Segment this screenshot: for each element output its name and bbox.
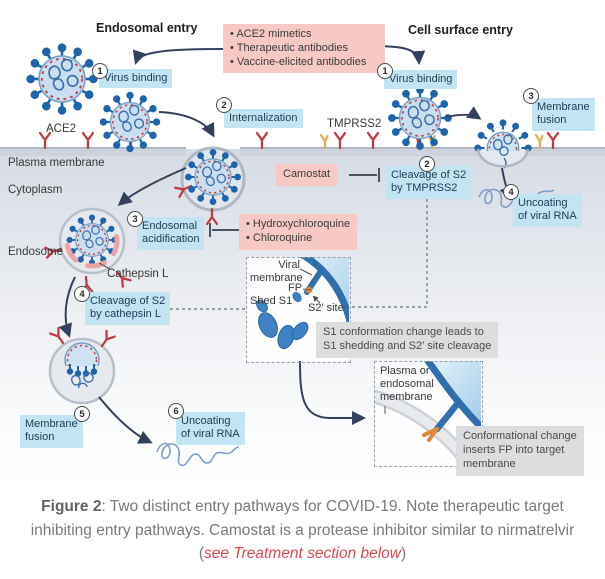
conformational-change-callout: Conformational change inserts FP into ta… [456,426,584,476]
fusion-inset [374,361,483,467]
spike-s2-rod-2 [433,399,462,433]
s2-site-label: S2′ site [308,302,344,314]
dashed-connectors [170,199,428,310]
step-endosomal-acidification: Endosomal acidification [137,217,205,250]
plasma-membrane-band [0,147,605,156]
step-virus-binding-right: Virus binding [384,70,458,90]
s1-conformation-callout: S1 conformation change leads to S1 shedd… [316,322,499,358]
inhibitor-item: Vaccine-elicited antibodies [230,56,378,70]
step-cleavage-cathepsin: Cleavage of S2 by cathepsin L [85,292,171,325]
step-membrane-fusion-left: Membrane fusion [20,415,83,448]
step-virus-binding-left: Virus binding [99,69,173,89]
cathepsin-l-label: Cathepsin L [107,268,169,280]
cathepsin-crescents [64,234,120,269]
s2-site-inset-graphics [299,257,349,335]
endosomal-entry-heading: Endosomal entry [96,21,198,35]
step-badge: 6 [168,403,184,419]
fp-fork [422,427,439,442]
fusing-virus-icon [474,119,532,169]
caption-text: : Two distinct entry pathways for COVID-… [30,498,579,563]
shed-s1-label: Shed S1 [250,295,293,307]
cell-surface-entry-heading: Cell surface entry [408,23,513,37]
caption-suffix: ) [401,545,407,563]
s2-site-inset [246,257,351,363]
figure-caption: Figure 2: Two distinct entry pathways fo… [0,495,605,566]
step-badge: 2 [419,156,435,172]
inhibitor-item: ACE2 mimetics [230,28,378,42]
endosome-icon [44,207,132,294]
ace2-label: ACE2 [46,123,77,135]
step-badge: 4 [503,184,519,200]
tmprss2-label: TMPRSS2 [327,118,382,130]
step-membrane-fusion-right: Membrane fusion [532,98,595,131]
step-badge: 5 [74,406,90,422]
inhibitor-item: Hydroxychloroquine [246,218,350,232]
step-uncoating-right: Uncoating of viral RNA [513,194,582,227]
step-internalization: Internalization [224,109,303,129]
plasma-membrane-label: Plasma membrane [8,157,105,169]
fp-label: FP [288,282,303,294]
camostat-box: Camostat [276,164,338,186]
step-badge: 3 [523,88,539,104]
leader-lines [52,247,386,414]
inhibition-connectors [209,168,380,237]
figure-label: Figure 2 [41,498,102,515]
cytoplasm-label: Cytoplasm [8,184,63,196]
viral-membrane-label: Viral membrane [250,259,303,285]
plasma-or-endosomal-label: Plasma or endosomal membrane [380,365,434,404]
endosome-label: Endosome [8,246,63,258]
step-badge: 1 [92,63,108,79]
fusing-endosome-icon [48,326,116,405]
entry-inhibitors-box: ACE2 mimetics Therapeutic antibodies Vac… [223,24,385,74]
treatment-section-link[interactable]: see Treatment section below [203,545,401,563]
step-badge: 1 [377,63,393,79]
step-badge: 2 [216,97,232,113]
step-badge: 3 [127,211,143,227]
inhibitor-item: Chloroquine [246,232,350,246]
step-badge: 4 [74,286,90,302]
endosomal-inhibitors-box: Hydroxychloroquine Chloroquine [239,214,358,250]
inhibitor-item: Therapeutic antibodies [230,42,378,56]
step-uncoating-left: Uncoating of viral RNA [176,412,245,445]
shed-s1-blobs [256,299,309,350]
